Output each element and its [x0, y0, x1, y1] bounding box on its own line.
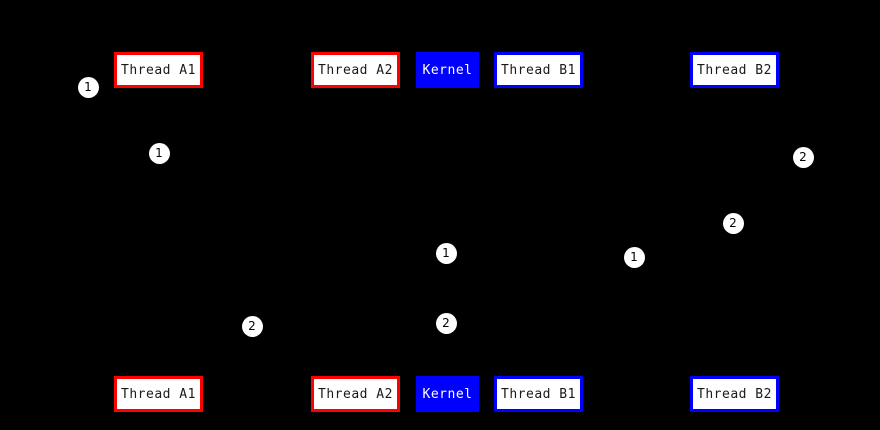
participant-box-thread-a1-bottom[interactable]: Thread A1: [114, 376, 203, 412]
participant-box-thread-a2-bottom[interactable]: Thread A2: [311, 376, 400, 412]
participant-label: Thread B1: [501, 386, 576, 402]
participant-box-kernel-bottom[interactable]: Kernel: [416, 376, 479, 412]
lifeline-kernel: [446, 88, 448, 376]
participant-label: Thread A1: [121, 386, 196, 402]
participant-label: Kernel: [422, 62, 473, 78]
participant-box-thread-a1-top[interactable]: Thread A1: [114, 52, 203, 88]
participant-label: Thread B1: [501, 62, 576, 78]
step-badge-1-d: 1: [623, 246, 645, 268]
participant-box-kernel-top[interactable]: Kernel: [416, 52, 479, 88]
participant-label: Thread A2: [318, 386, 393, 402]
participant-label: Thread A2: [318, 62, 393, 78]
step-badge-2-a: 2: [792, 146, 814, 168]
participant-box-thread-b1-bottom[interactable]: Thread B1: [494, 376, 583, 412]
step-badge-2-d: 2: [435, 312, 457, 334]
participant-label: Kernel: [422, 386, 473, 402]
participant-label: Thread A1: [121, 62, 196, 78]
participant-box-thread-b2-bottom[interactable]: Thread B2: [690, 376, 779, 412]
lifeline-thread-a1: [157, 88, 159, 376]
step-badge-1-c: 1: [435, 242, 457, 264]
step-badge-2-c: 2: [241, 315, 263, 337]
participant-box-thread-b2-top[interactable]: Thread B2: [690, 52, 779, 88]
lifeline-thread-a2: [354, 88, 356, 376]
participant-box-thread-b1-top[interactable]: Thread B1: [494, 52, 583, 88]
step-badge-1-b: 1: [148, 142, 170, 164]
step-badge-1-a: 1: [77, 76, 99, 98]
step-badge-2-b: 2: [722, 212, 744, 234]
participant-label: Thread B2: [697, 62, 772, 78]
participant-box-thread-a2-top[interactable]: Thread A2: [311, 52, 400, 88]
participant-label: Thread B2: [697, 386, 772, 402]
lifeline-thread-b1: [537, 88, 539, 376]
